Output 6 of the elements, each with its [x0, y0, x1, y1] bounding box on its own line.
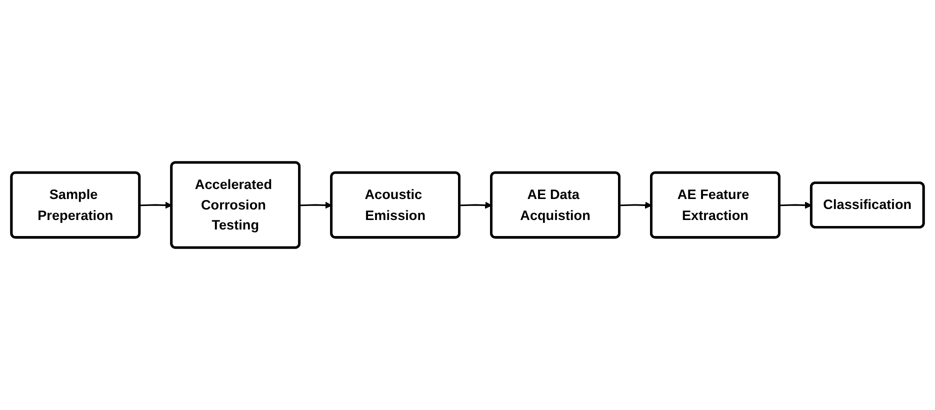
arrow — [620, 202, 652, 209]
arrow — [300, 202, 332, 209]
arrow — [780, 202, 812, 209]
arrow — [460, 202, 492, 209]
arrow — [140, 202, 172, 209]
flowchart-drawing: Sample Preperation Accelerated Corrosion Testing Acoustic Emission AE Data Acquistion AE Feature Extraction Classification — [5, 156, 930, 254]
